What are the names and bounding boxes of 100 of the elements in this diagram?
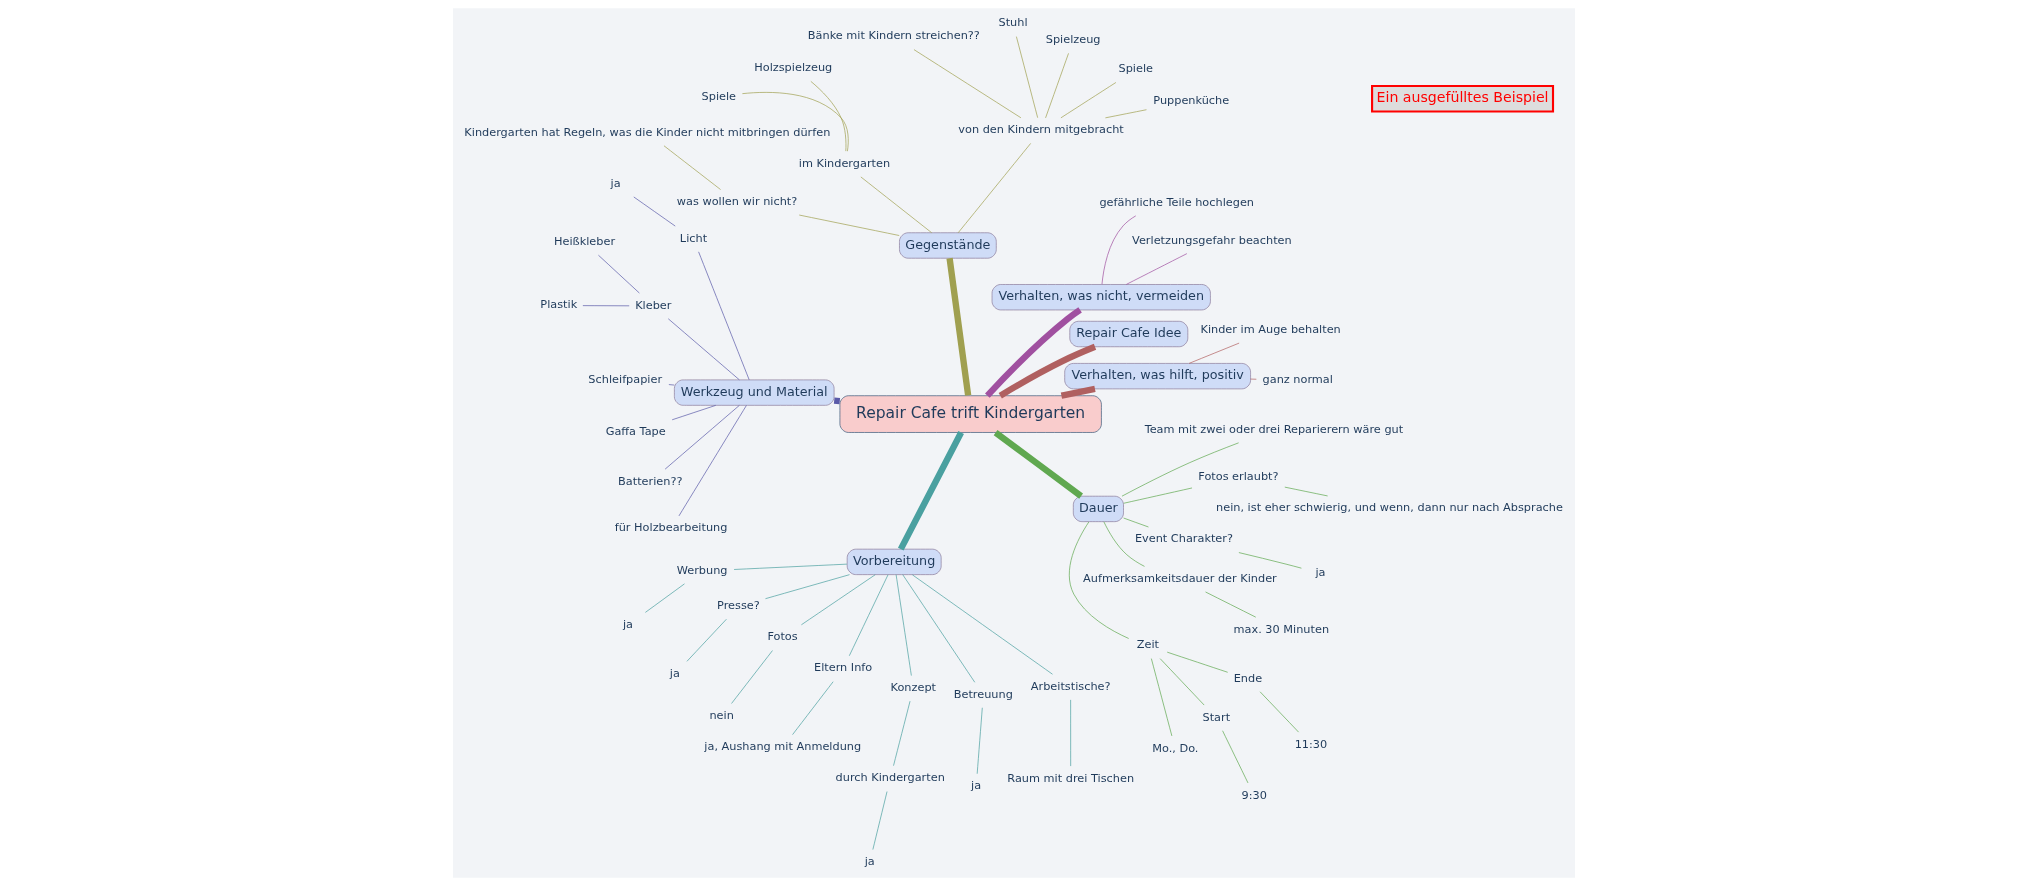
connector xyxy=(1105,109,1147,119)
node-text: max. 30 Minuten xyxy=(1233,622,1330,636)
connector xyxy=(897,431,964,551)
node-text: Holzspielzeug xyxy=(754,61,833,75)
node-text: Eltern Info xyxy=(814,661,873,675)
node-text: ja, Aushang mit Anmeldung xyxy=(704,740,862,754)
connector xyxy=(1103,521,1145,567)
node-text: für Holzbearbeitung xyxy=(614,521,728,535)
node-text: Batterien?? xyxy=(618,474,683,488)
node-text: ja xyxy=(610,176,621,190)
connector xyxy=(1060,385,1096,399)
node-text: ja xyxy=(971,779,982,793)
connector xyxy=(667,318,740,381)
connector xyxy=(976,707,983,775)
connector xyxy=(1188,342,1240,364)
node-box: Vorbereitung xyxy=(846,548,942,575)
connector xyxy=(860,176,933,234)
node-text: 9:30 xyxy=(1241,788,1267,802)
node-text: Spiele xyxy=(1118,62,1153,76)
label: Ein ausgefülltes Beispiel xyxy=(1376,89,1549,106)
node-text: Licht xyxy=(679,231,708,245)
node-text: Start xyxy=(1202,710,1231,724)
connector xyxy=(893,700,911,767)
node-text: Kleber xyxy=(635,298,672,312)
connector xyxy=(848,574,889,657)
node-box: Repair Cafe Idee xyxy=(1069,320,1189,348)
node-text: ja xyxy=(669,666,680,680)
node-text: Kindergarten hat Regeln, was die Kinder nicht mitbringen dürfen xyxy=(464,125,831,139)
connector xyxy=(946,257,972,396)
connector xyxy=(895,574,912,676)
node-text: Konzept xyxy=(890,681,937,695)
connector xyxy=(902,574,976,683)
node-text: Betreuung xyxy=(953,687,1013,701)
connector xyxy=(913,49,1022,119)
connector xyxy=(698,251,750,381)
connector xyxy=(1123,517,1149,528)
node-text: Stuhl xyxy=(998,16,1028,30)
node-text: Zeit xyxy=(1136,638,1160,652)
connector xyxy=(1205,591,1257,618)
connector xyxy=(792,681,834,735)
connector xyxy=(633,196,676,227)
connector xyxy=(1045,53,1069,119)
node-text: Puppenküche xyxy=(1153,93,1230,107)
connector xyxy=(810,81,847,152)
connector xyxy=(1070,699,1072,767)
connector xyxy=(1068,521,1130,639)
node-box: Verhalten, was hilft, positiv xyxy=(1064,363,1251,390)
connector xyxy=(1284,486,1328,497)
connector xyxy=(678,405,747,517)
connector xyxy=(1101,215,1137,285)
connector xyxy=(598,254,640,294)
connector xyxy=(671,405,717,421)
connector xyxy=(801,574,876,626)
node-text: 11:30 xyxy=(1294,737,1328,751)
node-box: Werkzeug und Material xyxy=(674,379,835,406)
node-text: Heißkleber xyxy=(553,235,616,249)
connector xyxy=(912,574,1053,675)
node-text: nein xyxy=(709,708,734,722)
connector xyxy=(1060,82,1117,119)
connector xyxy=(798,214,900,236)
node-text: Ende xyxy=(1233,671,1263,685)
connector xyxy=(1159,658,1205,706)
node-text: Spielzeug xyxy=(1045,33,1101,47)
connector xyxy=(1121,442,1239,497)
node-text: Gaffa Tape xyxy=(605,424,666,438)
node-text: Aufmerksamkeitsdauer der Kinder xyxy=(1083,571,1277,585)
connector xyxy=(664,405,740,470)
connector xyxy=(833,397,841,405)
connector xyxy=(645,583,685,613)
node-text: ja xyxy=(864,855,875,869)
node-text: Event Charakter? xyxy=(1134,532,1233,546)
node-text: Spiele xyxy=(701,90,737,104)
connector xyxy=(733,563,848,570)
connector xyxy=(765,574,850,600)
connector xyxy=(1250,378,1257,380)
connector xyxy=(663,145,721,190)
connector xyxy=(1123,487,1193,504)
connector xyxy=(957,143,1032,234)
node-text: Verletzungsgefahr beachten xyxy=(1132,233,1292,247)
connector xyxy=(731,650,773,704)
connector xyxy=(582,305,630,307)
node-text: Mo., Do. xyxy=(1152,741,1199,755)
node-text: Presse? xyxy=(717,599,760,613)
node-text: ja xyxy=(622,617,633,631)
connector xyxy=(1166,651,1229,673)
connector xyxy=(1151,658,1173,737)
connector xyxy=(1259,691,1299,733)
connector xyxy=(742,92,849,152)
node-text: ja xyxy=(1315,566,1326,580)
node-box: Dauer xyxy=(1072,495,1124,522)
connector xyxy=(1016,36,1038,119)
connector xyxy=(998,343,1097,399)
node-text: Arbeitstische? xyxy=(1030,679,1111,693)
connector xyxy=(1238,552,1302,569)
node-text: von den Kindern mitgebracht xyxy=(958,123,1124,137)
node-text: im Kindergarten xyxy=(798,156,891,170)
node-text: Team mit zwei oder drei Reparierern wäre gut xyxy=(1144,422,1404,436)
node-text: Raum mit drei Tischen xyxy=(1007,771,1135,785)
connector xyxy=(668,384,675,386)
node-text: Fotos xyxy=(767,630,798,644)
